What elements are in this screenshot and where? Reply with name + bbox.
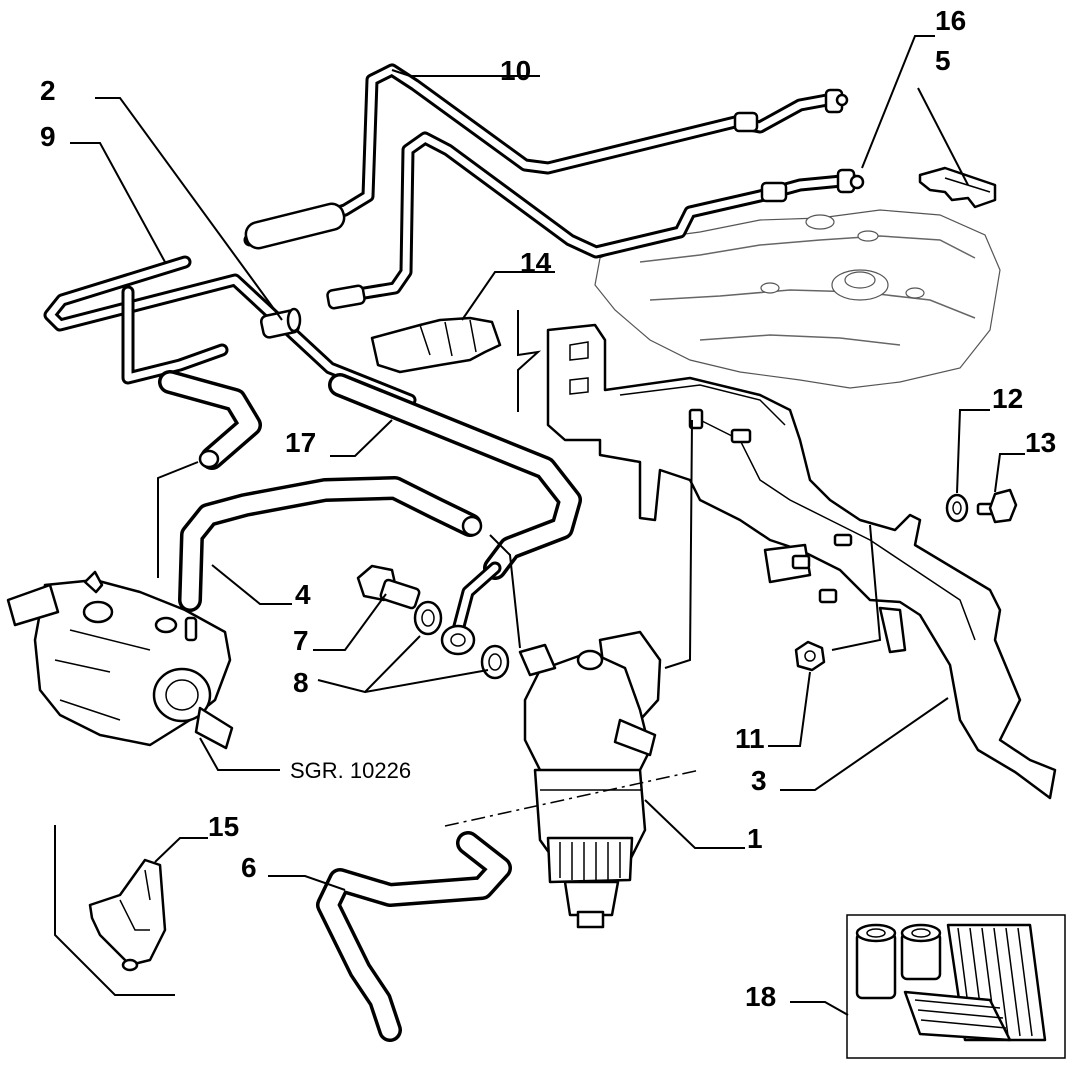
bolt-13	[976, 488, 1018, 524]
fuel-pipe-16	[326, 131, 865, 310]
callout-8: 8	[293, 667, 309, 698]
washer-12	[945, 493, 969, 523]
callout-4: 4	[295, 579, 311, 610]
callout-9: 9	[40, 121, 56, 152]
callout-17: 17	[285, 427, 316, 458]
fuel-pipe-10	[243, 63, 849, 250]
callout-3: 3	[751, 765, 767, 796]
callout-11: 11	[735, 723, 765, 754]
fitting-2	[259, 307, 302, 339]
fuel-filter-1	[518, 630, 662, 929]
clip-14	[370, 316, 502, 374]
nut-11	[794, 640, 826, 672]
callout-14: 14	[520, 247, 552, 278]
break-mark	[517, 310, 542, 412]
callout-13: 13	[1025, 427, 1056, 458]
dashed-connector	[444, 769, 701, 827]
hose-9-lower	[158, 370, 262, 470]
high-pressure-pump	[6, 570, 234, 750]
banjo-bolt-7	[356, 564, 421, 610]
callout-6: 6	[241, 852, 257, 883]
clip-15	[88, 858, 167, 972]
callout-10: 10	[500, 55, 531, 86]
callout-7: 7	[293, 625, 309, 656]
filter-kit-18	[846, 914, 1066, 1059]
callout-1: 1	[747, 823, 763, 854]
callout-16: 16	[935, 5, 966, 36]
reference-label: SGR. 10226	[290, 758, 411, 783]
hose-4	[178, 476, 483, 612]
callout-2: 2	[40, 75, 56, 106]
washer-8b	[480, 644, 510, 680]
fuel-pipe-9	[43, 255, 417, 407]
callout-5: 5	[935, 45, 951, 76]
callout-12: 12	[992, 383, 1023, 414]
clip-5	[918, 166, 997, 209]
callout-15: 15	[208, 811, 239, 842]
hose-6	[316, 831, 512, 1042]
fuel-tank	[594, 209, 1001, 389]
leader-lines	[54, 35, 1025, 1016]
callout-18: 18	[745, 981, 776, 1012]
washer-8a	[413, 600, 443, 636]
bracket-3	[546, 323, 1057, 800]
